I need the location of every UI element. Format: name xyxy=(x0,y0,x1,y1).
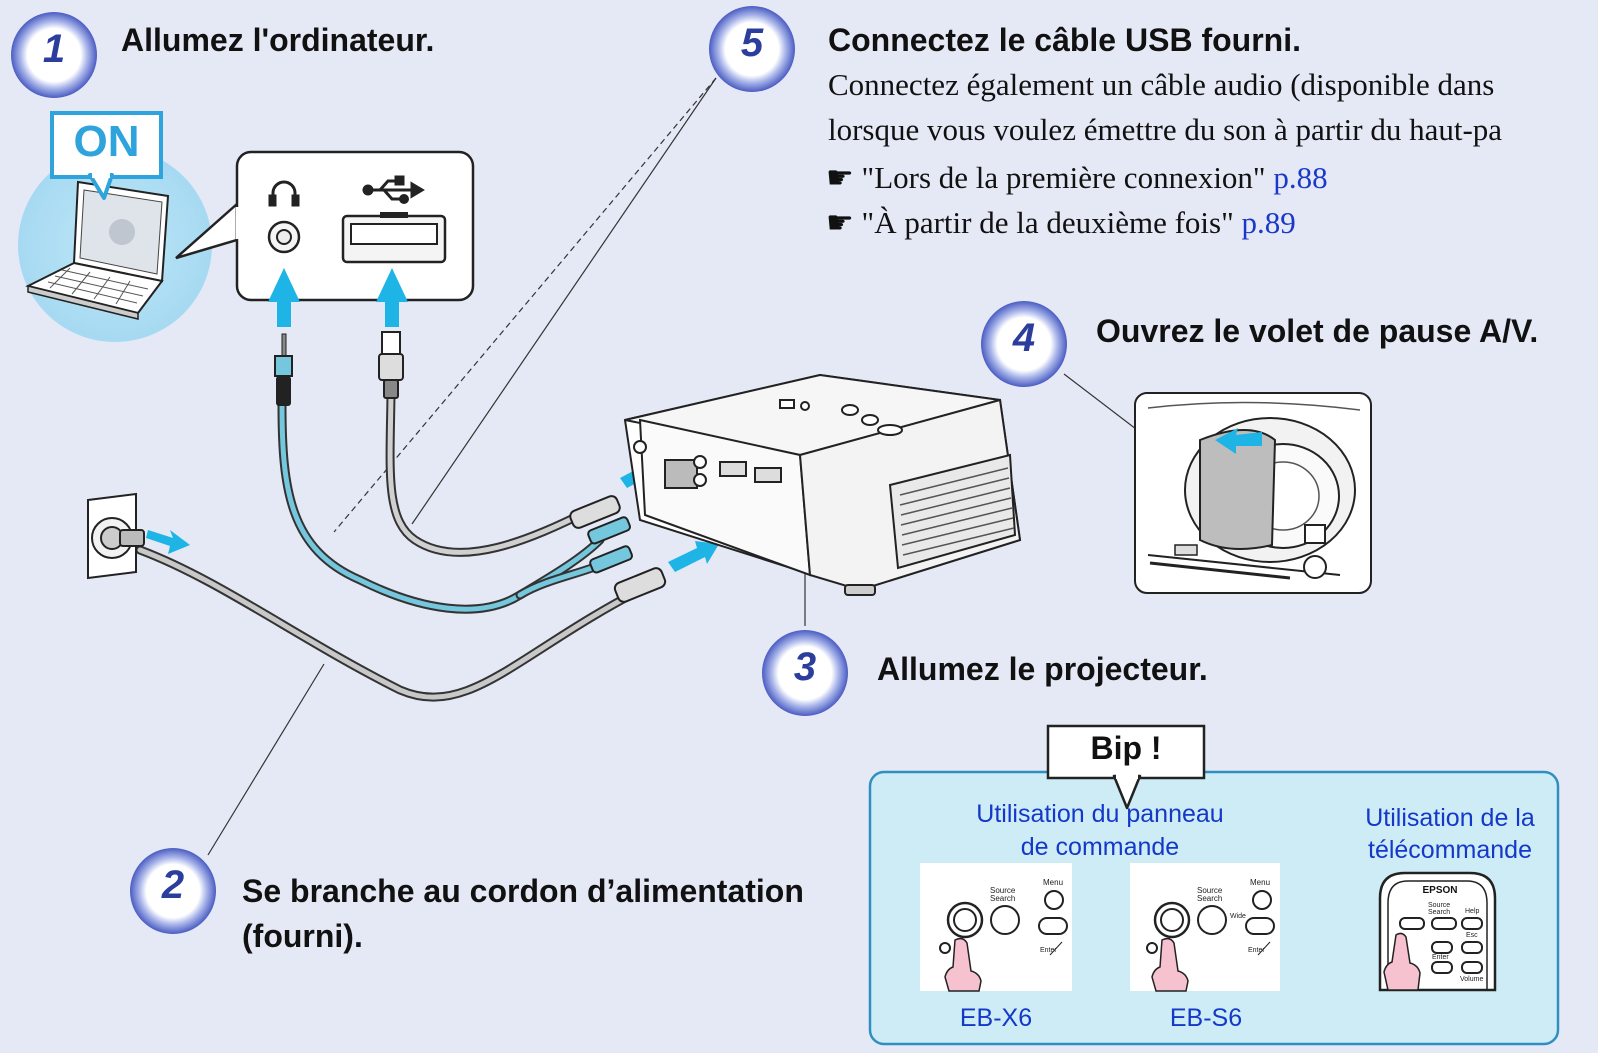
x6-menu-key-label: Menu xyxy=(1043,878,1064,887)
page-link-89[interactable]: p.89 xyxy=(1241,205,1296,240)
panel-label-line2: de commande xyxy=(1020,833,1180,861)
s6-menu-key-label: Menu xyxy=(1250,878,1271,887)
usb-plug xyxy=(378,331,404,399)
step-5-body-line2: lorsque vous voulez émettre du son à par… xyxy=(828,112,1503,147)
pointing-hand-icon: ☛ xyxy=(826,160,854,196)
usb-icon xyxy=(362,175,425,204)
reference-second-time: ☛ "À partir de la deuxième fois" p.89 xyxy=(826,205,1296,241)
wall-socket xyxy=(87,492,145,580)
step-4-circle xyxy=(981,301,1067,387)
s6-enter-key-label: Enter xyxy=(1248,947,1265,954)
step-2-number: 2 xyxy=(161,863,185,907)
insert-arrows xyxy=(268,268,408,327)
remote-control-photo xyxy=(1378,871,1497,992)
page-link-88[interactable]: p.88 xyxy=(1273,160,1328,195)
remote-esc-label: Esc xyxy=(1466,932,1478,939)
on-badge-text: ON xyxy=(73,117,140,166)
step-5-body-line1: Connectez également un câble audio (disp… xyxy=(828,67,1495,102)
model-label-s6: EB-S6 xyxy=(1169,1004,1243,1032)
step-1-number: 1 xyxy=(42,27,66,71)
step-5-circle xyxy=(709,6,795,92)
step-1-title: Allumez l'ordinateur. xyxy=(121,22,435,58)
step-4-number: 4 xyxy=(1012,316,1036,360)
remote-label-line2: télécommande xyxy=(1368,836,1532,864)
leader-line-step5-dashed xyxy=(333,77,717,533)
headphone-icon xyxy=(268,180,300,207)
audio-plug xyxy=(274,333,293,406)
panel-label-line1: Utilisation du panneau xyxy=(976,800,1224,828)
step-2-title-line1: Se branche au cordon d’alimentation xyxy=(242,873,804,909)
remote-help-label: Help xyxy=(1465,908,1480,915)
x6-enter-key-label: Enter xyxy=(1040,947,1057,954)
lens-shutter-photo xyxy=(1134,392,1372,594)
projector xyxy=(623,373,1022,596)
step-2-title-line2: (fourni). xyxy=(242,918,363,954)
s6-wide-key-label: Wide xyxy=(1230,913,1246,920)
leader-line-step2 xyxy=(207,663,325,856)
remote-enter-label: Enter xyxy=(1432,954,1449,961)
bip-callout xyxy=(1046,724,1206,810)
cables xyxy=(135,390,655,702)
projector-plugs xyxy=(569,495,667,603)
remote-volume-label: Volume xyxy=(1460,976,1484,983)
control-panel-photo-s6 xyxy=(1130,863,1280,992)
port-callout xyxy=(175,150,475,302)
step-1-circle xyxy=(11,12,97,98)
step-3-title: Allumez le projecteur. xyxy=(877,651,1208,687)
pointing-hand-icon: ☛ xyxy=(826,205,854,241)
remote-brand-label: EPSON xyxy=(1422,885,1458,896)
step-3-number: 3 xyxy=(793,645,817,689)
reference-first-connection: ☛ "Lors de la première connexion" p.88 xyxy=(826,160,1328,196)
model-label-x6: EB-X6 xyxy=(959,1004,1033,1032)
bip-text: Bip ! xyxy=(1090,730,1162,766)
leader-line-step5 xyxy=(411,77,717,525)
arrow-to-socket xyxy=(146,530,190,554)
step-5-number: 5 xyxy=(740,21,764,65)
step-5-title: Connectez le câble USB fourni. xyxy=(828,22,1301,58)
step-number-circles xyxy=(11,6,1067,934)
control-panel-photo-x6 xyxy=(920,863,1072,992)
remote-label-line1: Utilisation de la xyxy=(1365,804,1535,832)
step-3-circle xyxy=(762,630,848,716)
on-badge xyxy=(50,111,163,200)
step-2-circle xyxy=(130,848,216,934)
laptop-icon xyxy=(25,180,170,320)
step-4-title: Ouvrez le volet de pause A/V. xyxy=(1096,313,1539,349)
